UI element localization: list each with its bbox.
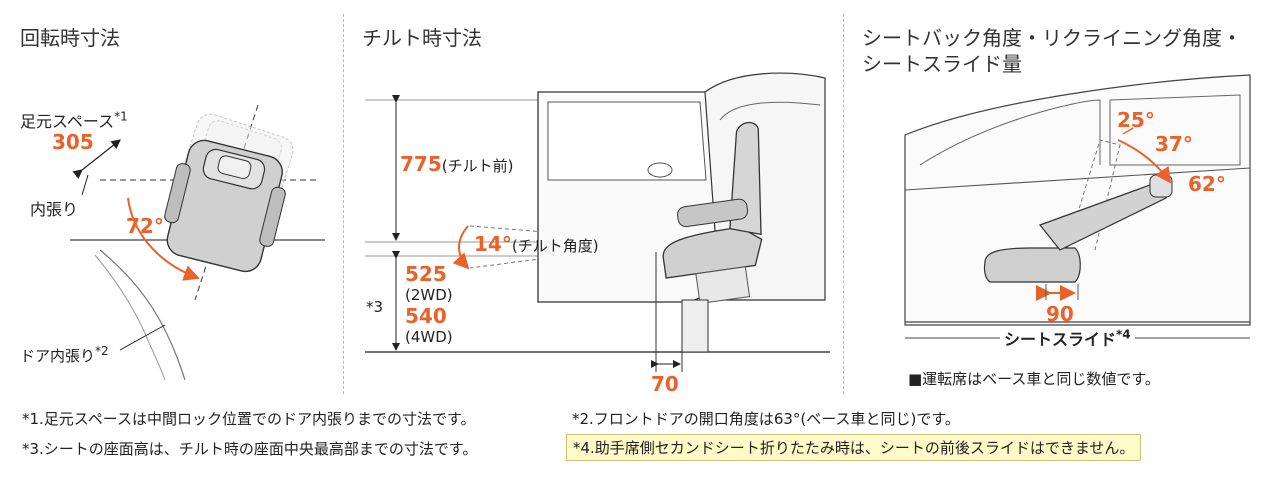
footnote-4: *4.助手席側セカンドシート折りたたみ時は、シートの前後スライドはできません。 [566,434,1142,461]
tilt-height-note: (チルト前) [441,157,514,175]
recline-angle-37: 37° [1155,132,1193,156]
tilt-angle-note: (チルト角度) [511,237,599,255]
offset-value: 70 [651,372,679,396]
trim-label: 内張り [30,200,79,219]
panel-divider-2 [843,14,844,394]
slide-mark: *4 [1116,327,1131,342]
seat-drawing [904,74,1251,339]
rotation-panel-title: 回転時寸法 [20,26,120,50]
seat-height-4wd-note: (4WD) [405,328,453,346]
slide-label: シートスライド*4 [1000,326,1135,350]
footroom-mark: *1 [114,109,128,124]
footnote-1: *1.足元スペースは中間ロック位置でのドア内張りまでの寸法です。 [22,410,476,428]
footroom-label: 足元スペース*1 [20,108,128,132]
footroom-value: 305 [52,130,94,154]
slide-label-text: シートスライド [1004,330,1117,349]
door-trim-label-text: ドア内張り [20,347,96,365]
seat-height-mark: *3 [366,298,384,316]
tilt-angle-label: 14°(チルト角度) [474,232,599,256]
tilt-height-value: 775 [400,152,442,176]
seat-height-4wd-value: 540 [405,304,447,328]
footroom-label-text: 足元スペース [20,112,115,131]
footnote-2: *2.フロントドアの開口角度は63°(ベース車と同じ)です。 [572,410,960,428]
door-trim-label: ドア内張り*2 [20,344,109,366]
tilt-panel-title: チルト時寸法 [362,26,482,50]
rotation-drawing [70,104,325,381]
seat-height-2wd-value: 525 [405,262,447,286]
driver-seat-note: ■運転席はベース車と同じ数値です。 [908,370,1160,388]
door-trim-mark: *2 [95,344,109,358]
seatback-angle-25: 25° [1117,108,1155,132]
seat-panel-title-line2: シートスライド量 [862,52,1022,76]
panel-divider-1 [343,14,344,394]
recline-angle-62: 62° [1188,172,1226,196]
footnote-3: *3.シートの座面高は、チルト時の座面中央最高部までの寸法です。 [22,440,478,458]
seat-panel-title-line1: シートバック角度・リクライニング角度・ [862,26,1242,50]
rotation-angle-value: 72° [126,214,164,238]
tilt-height-label: 775(チルト前) [400,152,513,176]
seat-height-2wd-note: (2WD) [405,286,453,304]
tilt-drawing [365,72,830,372]
slide-value: 90 [1046,302,1074,326]
tilt-angle-value: 14° [474,232,512,256]
